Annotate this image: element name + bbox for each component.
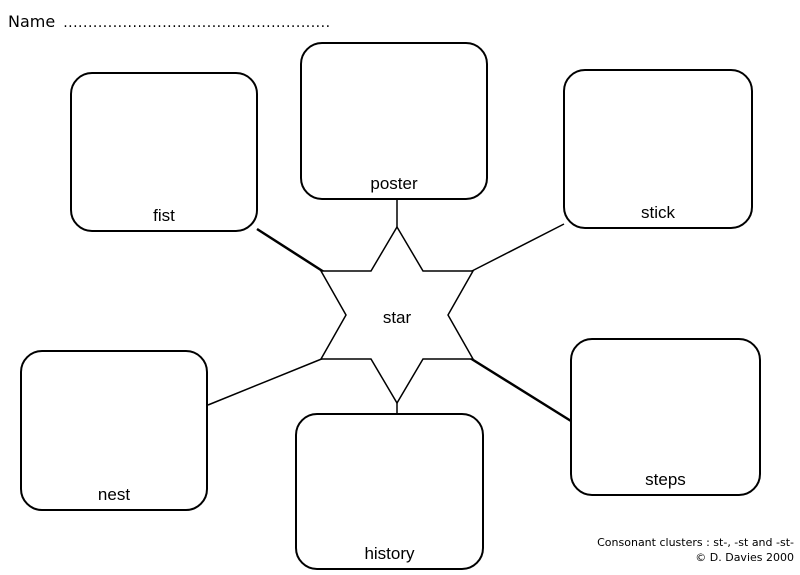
- name-label: Name: [8, 12, 56, 31]
- connector-nest: [207, 357, 325, 406]
- box-label-stick: stick: [641, 203, 675, 222]
- answer-box-history[interactable]: history: [295, 413, 484, 570]
- connector-fist: [256, 227, 325, 274]
- footer-credit: Consonant clusters : st-, -st and -st- ©…: [597, 535, 794, 565]
- footer-line-copyright: © D. Davies 2000: [695, 551, 794, 564]
- footer-line-title: Consonant clusters : st-, -st and -st-: [597, 536, 794, 549]
- center-word: star: [382, 308, 412, 327]
- answer-box-nest[interactable]: nest: [20, 350, 208, 511]
- name-header: Name....................................…: [8, 12, 331, 31]
- answer-box-stick[interactable]: stick: [563, 69, 753, 229]
- connector-steps: [469, 356, 572, 423]
- box-label-steps: steps: [645, 470, 686, 489]
- answer-box-poster[interactable]: poster: [300, 42, 488, 200]
- star-shape: [319, 225, 475, 405]
- box-label-nest: nest: [97, 485, 131, 504]
- connector-stick: [469, 223, 565, 273]
- answer-box-steps[interactable]: steps: [570, 338, 761, 496]
- name-fill-in-line[interactable]: ........................................…: [63, 15, 331, 31]
- box-label-fist: fist: [153, 206, 175, 225]
- answer-box-fist[interactable]: fist: [70, 72, 258, 232]
- box-label-history: history: [364, 544, 415, 563]
- box-label-poster: poster: [370, 174, 418, 193]
